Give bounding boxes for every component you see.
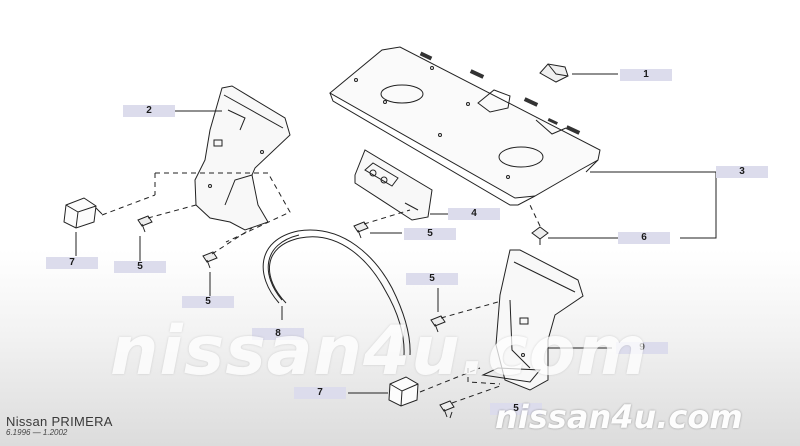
right-pillar-trim: [481, 249, 584, 391]
dash-pad-upper: [101, 194, 156, 216]
model-caption: Nissan PRIMERA 6.1996 — 1.2002: [6, 414, 113, 437]
watermark-small: nissan4u.com: [495, 398, 743, 436]
callout-5-right-upper: 5: [406, 273, 458, 285]
weatherstrip: [262, 229, 411, 356]
callout-9: 9: [616, 342, 668, 354]
dash-clip-3: [363, 209, 411, 225]
callout-2: 2: [123, 105, 175, 117]
fastener-6: [531, 226, 549, 245]
callout-4: 4: [448, 208, 500, 220]
model-dates: 6.1996 — 1.2002: [6, 428, 68, 437]
dash-clip-2: [211, 227, 253, 255]
cover-lid: [354, 149, 433, 221]
callout-7-left: 7: [46, 257, 98, 269]
model-name: Nissan PRIMERA: [6, 414, 113, 429]
pad-block-lower: [388, 376, 419, 407]
rear-parcel-shelf: [329, 46, 601, 206]
callout-5-mid: 5: [182, 296, 234, 308]
left-pillar-trim: [194, 85, 291, 231]
callout-1: 1: [620, 69, 672, 81]
callout-5-left: 5: [114, 261, 166, 273]
callout-8: 8: [252, 328, 304, 340]
dash-clip-4: [440, 299, 506, 319]
dash-right-trim: [467, 368, 501, 385]
pad-block-upper: [63, 197, 103, 229]
callout-6: 6: [618, 232, 670, 244]
callout-5-center: 5: [404, 228, 456, 240]
dash-clip-1: [147, 204, 197, 219]
parcel-shelf-bracket: [539, 63, 569, 83]
clip-screw: [137, 215, 455, 418]
dash-left-trim: [155, 172, 291, 243]
watermark-large: nissan4u.com: [110, 312, 649, 391]
callout-7-lower: 7: [294, 387, 346, 399]
dash-fastener-6: [529, 204, 541, 227]
leader-lines: [75, 73, 736, 419]
callout-5-lower: 5: [490, 403, 542, 415]
dash-pad-lower: [419, 367, 481, 393]
callout-3: 3: [716, 166, 768, 178]
